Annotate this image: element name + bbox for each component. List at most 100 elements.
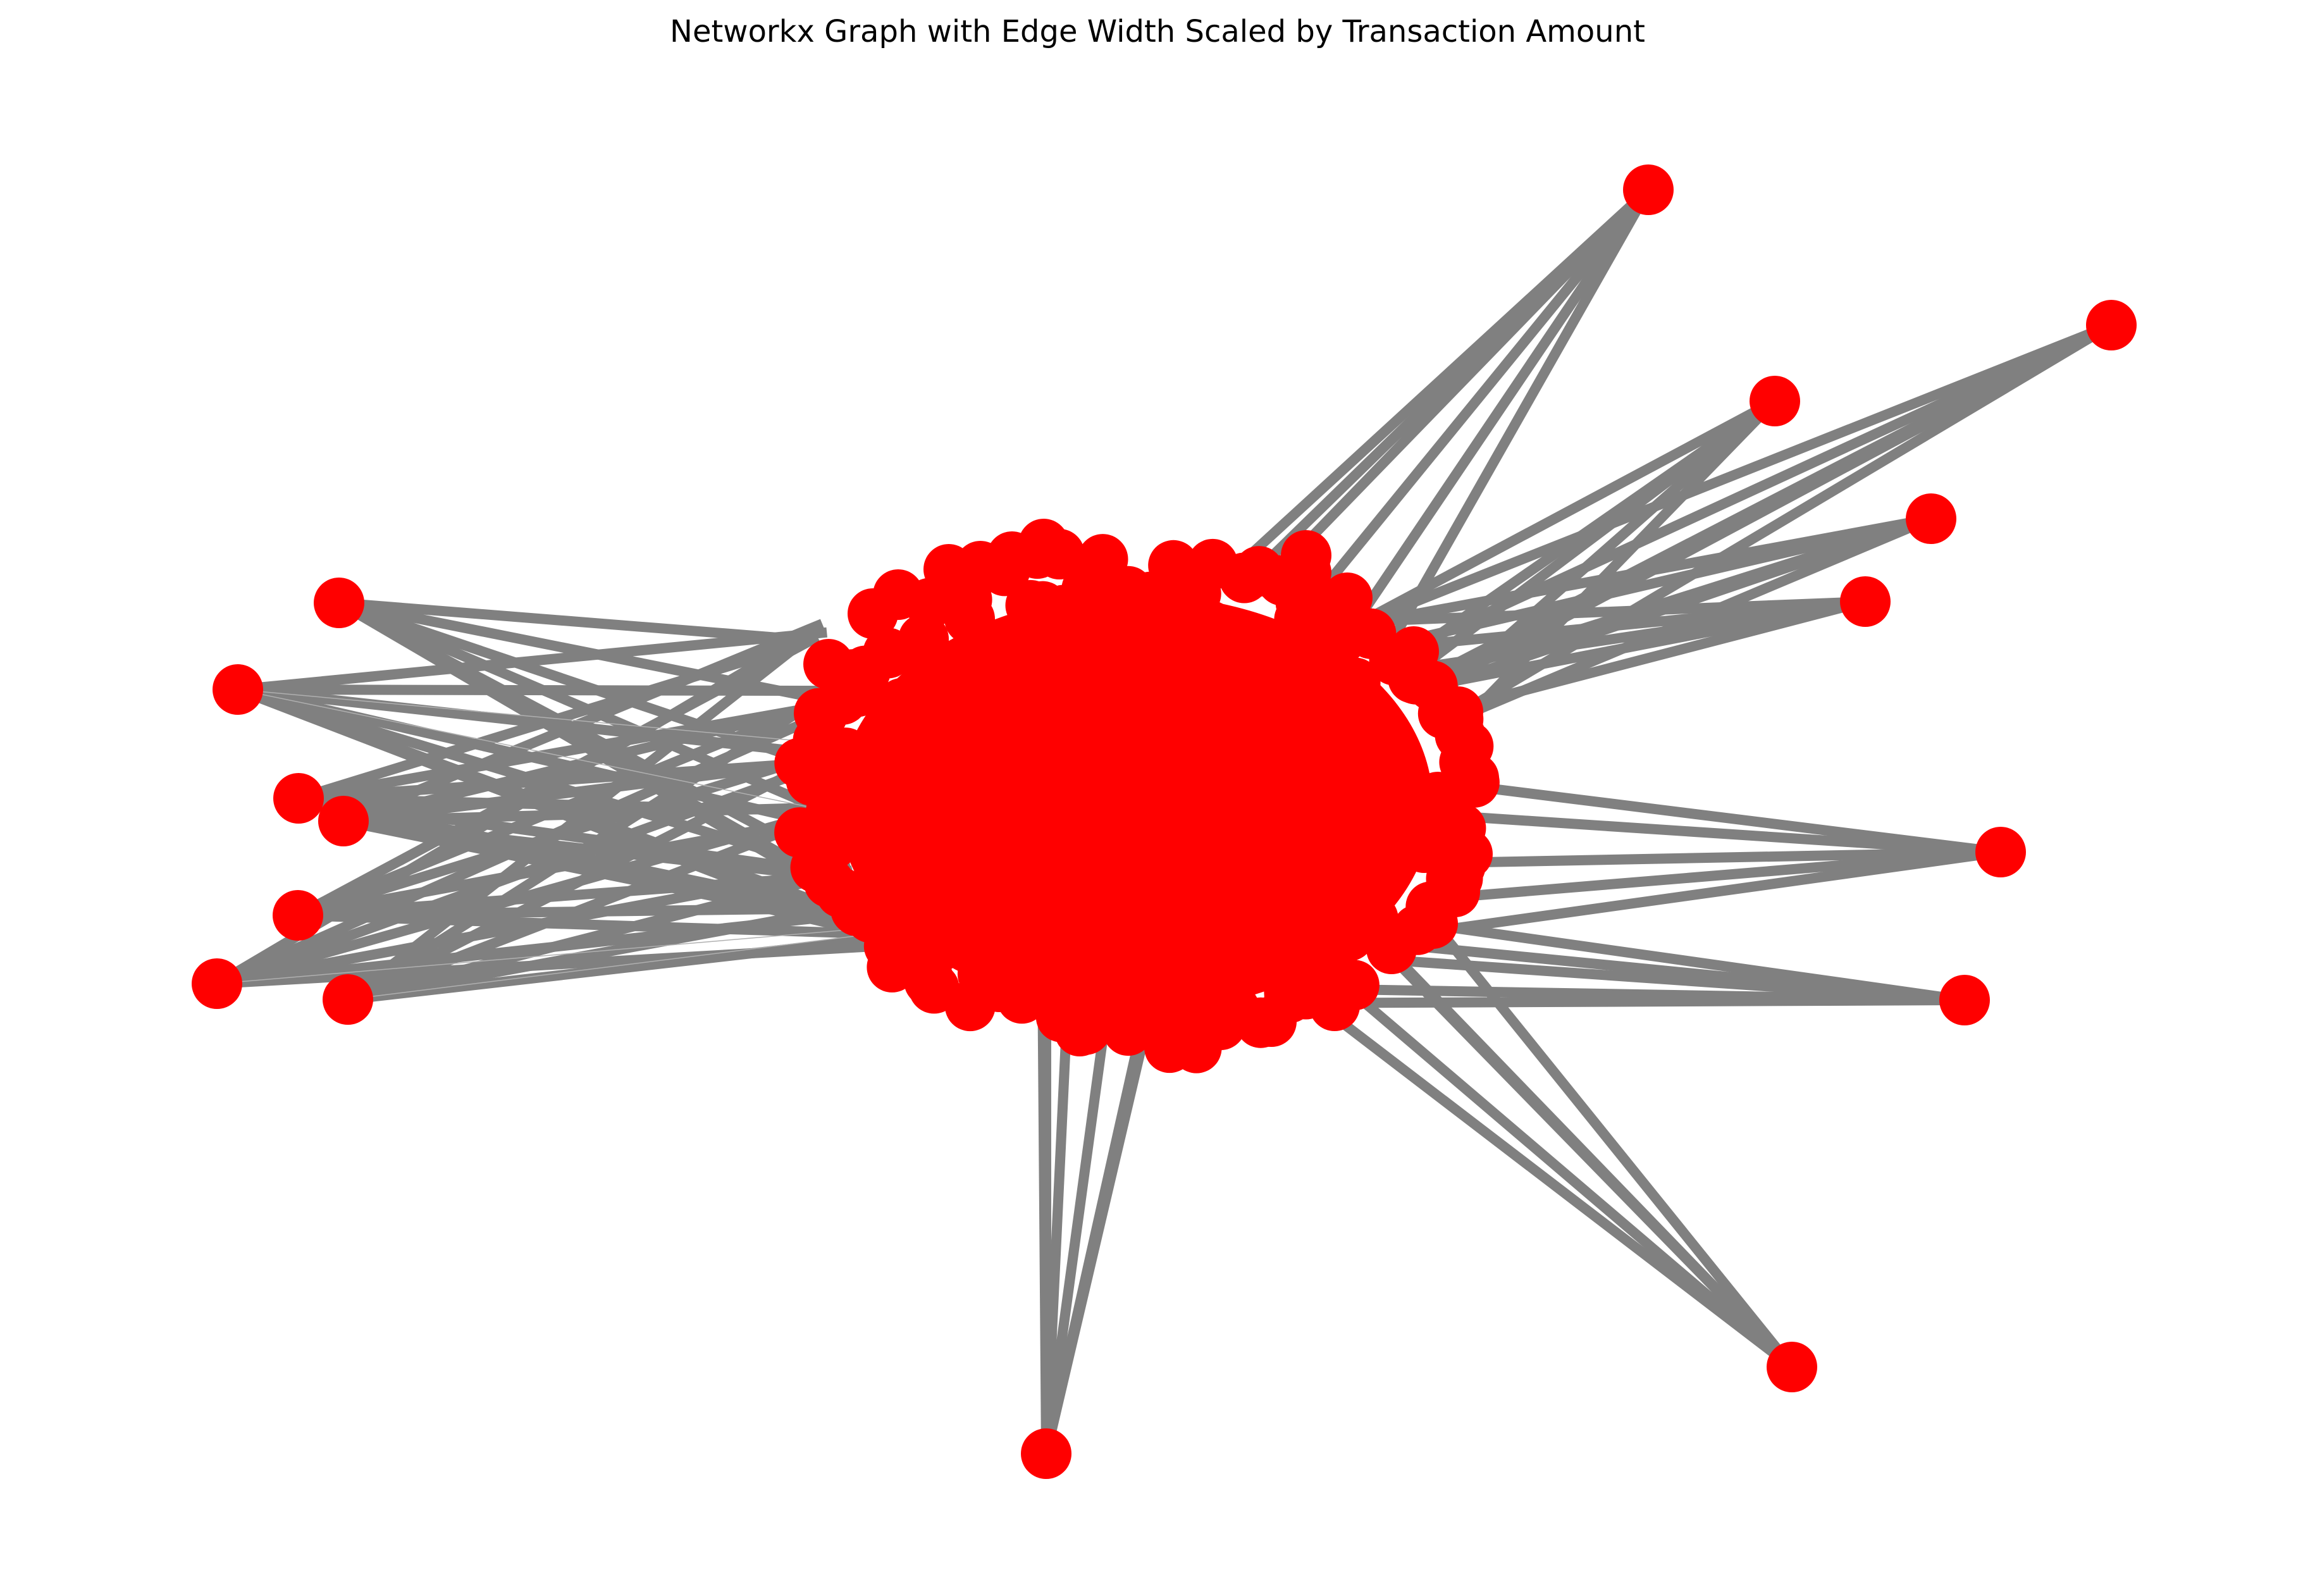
graph-node (1367, 773, 1419, 824)
graph-node (1167, 770, 1218, 822)
graph-node (1448, 753, 1499, 803)
graph-node (877, 677, 928, 729)
graph-edge (345, 622, 825, 1004)
graph-node (911, 924, 961, 974)
graph-node (1187, 712, 1238, 763)
graph-title: Networkx Graph with Edge Width Scaled by… (670, 14, 1645, 49)
graph-edge (1433, 924, 1796, 1371)
graph-node (896, 879, 948, 931)
graph-node-peripheral (1021, 1428, 1071, 1479)
graph-node (1388, 626, 1439, 677)
graph-edge (1419, 597, 1867, 673)
graph-edge (343, 757, 810, 826)
graph-node (784, 734, 835, 784)
node-layer (192, 164, 2137, 1479)
graph-node-peripheral (1939, 975, 1990, 1025)
graph-edge-thin (347, 936, 855, 1000)
graph-node (1151, 999, 1202, 1050)
graph-edge (1458, 847, 2001, 902)
graph-node (1309, 980, 1360, 1031)
graph-node (908, 768, 959, 819)
graph-node-peripheral (1840, 576, 1891, 627)
graph-edge (1469, 781, 2001, 857)
graph-node (803, 639, 854, 690)
graph-edge (1364, 320, 2113, 626)
graph-node (1168, 913, 1219, 965)
graph-edge (1461, 597, 1867, 712)
graph-node (974, 962, 1025, 1012)
graph-node (867, 911, 917, 962)
graph-node (915, 705, 966, 756)
graph-node (1246, 996, 1297, 1047)
graph-node (879, 731, 930, 783)
graph-node (1366, 924, 1417, 974)
graph-node (998, 805, 1049, 857)
graph-edge (347, 932, 895, 1005)
graph-edge (1252, 186, 1652, 576)
graph-edge (1372, 937, 1796, 1371)
graph-node-peripheral (213, 664, 263, 715)
graph-edge (345, 755, 822, 1005)
graph-node (1038, 585, 1089, 636)
graph-edge (1350, 396, 1777, 631)
graph-edge-thin (237, 689, 823, 810)
graph-node (854, 780, 905, 831)
graph-edge (1438, 847, 2002, 936)
graph-node-peripheral (273, 773, 324, 824)
graph-node-peripheral (2086, 300, 2137, 350)
graph-node (1133, 688, 1184, 739)
graph-node (1259, 651, 1311, 702)
graph-node-peripheral (192, 958, 242, 1009)
graph-edge (1339, 980, 1796, 1371)
graph-node (1330, 657, 1381, 708)
graph-edge (345, 685, 837, 1004)
graph-edge (347, 896, 879, 1005)
graph-edge (1454, 810, 2001, 857)
graph-edge (215, 805, 832, 989)
graph-node (1149, 809, 1201, 860)
graph-node (1314, 815, 1364, 866)
edge-layer (214, 186, 2114, 1455)
graph-node (1074, 783, 1125, 834)
graph-node (987, 531, 1037, 582)
graph-node (1355, 705, 1406, 756)
graph-edge (346, 811, 825, 1005)
graph-node (1281, 530, 1331, 581)
graph-node (832, 886, 882, 936)
graph-node (1200, 621, 1251, 672)
graph-node-peripheral (318, 796, 369, 846)
graph-node (797, 816, 848, 867)
graph-node (1107, 994, 1158, 1045)
graph-node (1264, 824, 1316, 875)
graph-edge (1041, 1010, 1112, 1455)
graph-node-peripheral (1750, 376, 1800, 426)
graph-edge (341, 619, 824, 826)
graph-node (1162, 595, 1213, 646)
graph-edge (1316, 995, 1965, 1008)
graph-node (977, 688, 1028, 739)
graph-edge (1359, 187, 1653, 616)
graph-node (797, 690, 848, 740)
graph-node-peripheral (323, 974, 373, 1025)
graph-node (1090, 878, 1141, 929)
graph-edge (1466, 847, 2001, 868)
graph-node (1195, 999, 1246, 1050)
graph-node (944, 593, 995, 645)
graph-node (1089, 733, 1139, 784)
graph-node (1320, 877, 1371, 928)
graph-node (1108, 956, 1159, 1006)
graph-edge (1392, 187, 1653, 636)
graph-node (913, 836, 964, 887)
graph-edge (1041, 987, 1156, 1455)
graph-node (1433, 686, 1483, 737)
graph-edge (215, 761, 820, 989)
graph-edge-thin (216, 929, 848, 984)
graph-edge (1318, 1002, 1795, 1371)
graph-node-peripheral (314, 578, 364, 628)
graph-node (1127, 915, 1178, 966)
graph-node (1094, 631, 1145, 683)
graph-node (873, 569, 923, 620)
graph-edge (1381, 937, 1965, 1005)
